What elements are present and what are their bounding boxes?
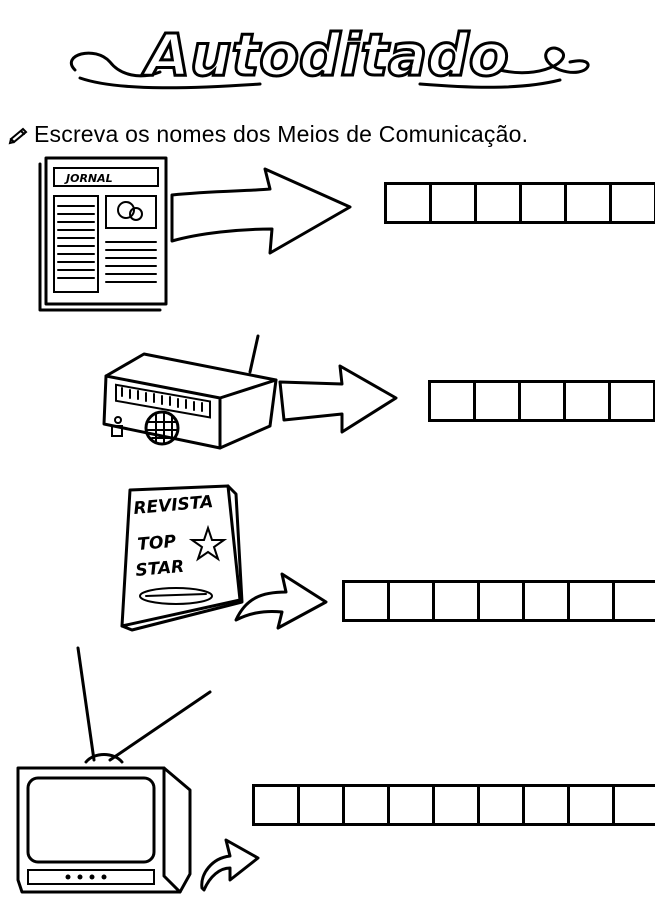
radio-icon xyxy=(102,334,278,450)
magazine-title: REVISTA xyxy=(133,492,214,519)
title-banner: Autoditado xyxy=(70,20,590,91)
television-icon xyxy=(16,646,212,894)
pencil-icon xyxy=(8,127,28,145)
letter-box[interactable] xyxy=(428,380,476,422)
arrow-icon xyxy=(234,572,328,630)
letter-box[interactable] xyxy=(522,784,570,826)
letter-box[interactable] xyxy=(342,580,390,622)
letter-box[interactable] xyxy=(387,580,435,622)
magazine-icon: REVISTA TOP STAR xyxy=(120,484,244,632)
magazine-cover-line-1: TOP xyxy=(137,532,178,555)
magazine-cover-line-2: STAR xyxy=(135,557,185,581)
letter-box[interactable] xyxy=(612,580,655,622)
answer-boxes-television xyxy=(252,784,655,826)
answer-boxes-radio xyxy=(428,380,655,422)
answer-boxes-magazine xyxy=(342,580,655,622)
newspaper-masthead: JORNAL xyxy=(64,172,113,185)
letter-box[interactable] xyxy=(384,182,432,224)
letter-box[interactable] xyxy=(429,182,477,224)
letter-box[interactable] xyxy=(432,784,480,826)
letter-box[interactable] xyxy=(563,380,611,422)
star-icon xyxy=(188,524,228,562)
letter-box[interactable] xyxy=(477,580,525,622)
answer-boxes-newspaper xyxy=(384,182,655,224)
letter-box[interactable] xyxy=(252,784,300,826)
letter-box[interactable] xyxy=(522,580,570,622)
letter-box[interactable] xyxy=(612,784,655,826)
letter-box[interactable] xyxy=(608,380,655,422)
letter-box[interactable] xyxy=(567,784,615,826)
instruction-row: Escreva os nomes dos Meios de Comunicaçã… xyxy=(8,118,648,150)
arrow-icon xyxy=(170,167,352,255)
letter-box[interactable] xyxy=(567,580,615,622)
letter-box[interactable] xyxy=(342,784,390,826)
arrow-icon xyxy=(278,364,398,434)
letter-box[interactable] xyxy=(609,182,655,224)
letter-box[interactable] xyxy=(432,580,480,622)
letter-box[interactable] xyxy=(297,784,345,826)
letter-box[interactable] xyxy=(518,380,566,422)
newspaper-icon: JORNAL xyxy=(38,156,168,312)
letter-box[interactable] xyxy=(519,182,567,224)
page-title: Autoditado xyxy=(141,21,508,89)
letter-box[interactable] xyxy=(564,182,612,224)
instruction-text: Escreva os nomes dos Meios de Comunicaçã… xyxy=(34,120,529,147)
letter-box[interactable] xyxy=(387,784,435,826)
arrow-icon xyxy=(200,838,260,892)
letter-box[interactable] xyxy=(474,182,522,224)
letter-box[interactable] xyxy=(473,380,521,422)
letter-box[interactable] xyxy=(477,784,525,826)
